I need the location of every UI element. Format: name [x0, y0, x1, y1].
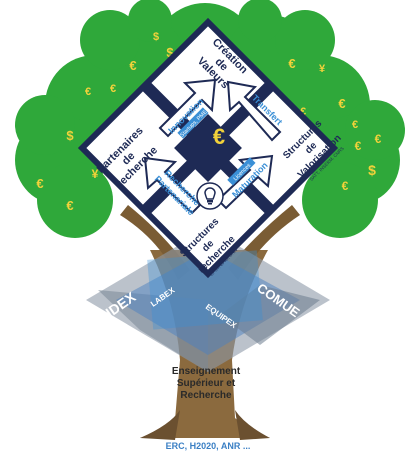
currency-symbol-icon: € — [85, 86, 91, 98]
currency-symbol-icon: € — [129, 58, 136, 73]
trunk-line-3: Recherche — [180, 390, 232, 401]
currency-symbol-icon: € — [355, 139, 362, 153]
currency-symbol-icon: € — [66, 198, 73, 213]
currency-symbol-icon: $ — [166, 45, 174, 60]
currency-symbol-icon: $ — [153, 31, 159, 43]
currency-symbol-icon: € — [300, 106, 306, 118]
trunk-line-1: Enseignement — [172, 366, 241, 377]
currency-symbol-icon: $ — [66, 128, 74, 143]
currency-symbol-icon: € — [375, 132, 382, 146]
currency-symbol-icon: € — [110, 83, 116, 95]
euro-center-icon: € — [213, 124, 225, 149]
arrow-innovation — [158, 78, 217, 138]
currency-symbol-icon: € — [338, 96, 345, 111]
currency-symbol-icon: € — [288, 56, 295, 71]
funding-footer: ERC, H2020, ANR ... — [165, 441, 251, 451]
lightbulb-icon — [196, 182, 224, 210]
currency-symbol-icon: € — [36, 176, 43, 191]
currency-symbol-icon: ¥ — [319, 63, 326, 75]
arrow-recherche — [143, 156, 202, 215]
currency-symbol-icon: ¥ — [92, 167, 99, 181]
arrow-transfert — [226, 80, 282, 142]
trunk-line-2: Supérieur et — [177, 378, 236, 389]
currency-symbol-icon: € — [342, 179, 349, 193]
currency-symbol-icon: $ — [368, 162, 376, 178]
lower-funding-area — [86, 228, 330, 372]
currency-symbol-icon: € — [352, 119, 358, 131]
currency-symbols: €$€€¥€$€€€¥€€$€€€$€€€ — [36, 31, 381, 213]
